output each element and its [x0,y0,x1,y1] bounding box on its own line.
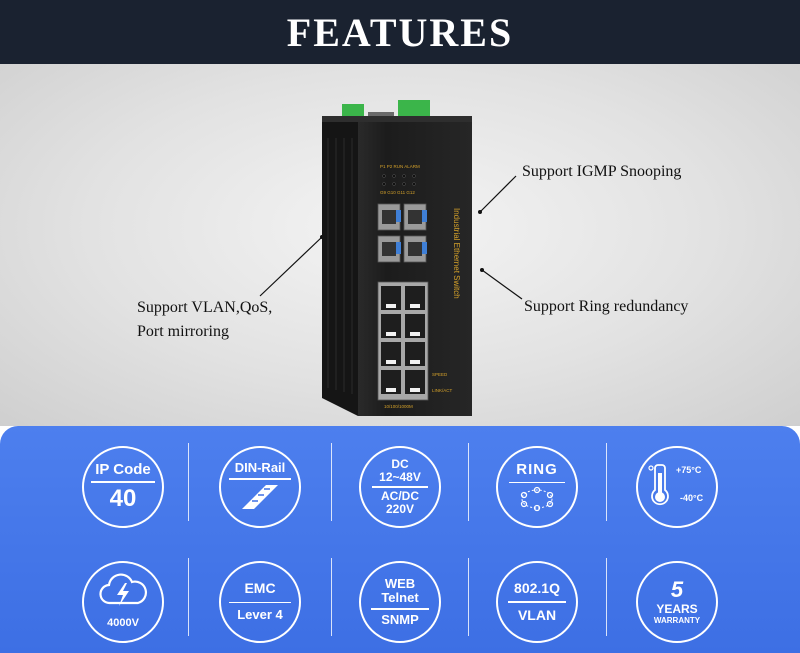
power-dc-label: DC [391,456,409,471]
speed-label: SPEED [432,372,448,377]
rj45-ports [377,281,429,401]
feature-management: WEB Telnet SNMP [359,561,441,643]
feature-ring: RING [496,446,578,528]
emc-label: EMC [244,580,276,597]
features-panel: IP Code 40 DIN-Rail DC 12~48V [0,426,800,653]
feature-power-supply: DC 12~48V AC/DC 220V [359,446,441,528]
ring-label: RING [516,461,558,478]
divider [331,558,332,636]
callout-lines [259,175,523,300]
feature-temperature: +75°C -40°C [636,446,718,528]
power-acdc-value: 220V [385,501,415,516]
divider [468,443,469,521]
link-label: LINK/ACT [432,388,453,393]
divider [188,443,189,521]
led-label-bottom: G9 G10 G11 G12 [380,190,415,195]
feature-warranty: 5 YEARS WARRANTY [636,561,718,643]
vlan-label: VLAN [517,606,557,623]
bottom-label: 10/100/1000M [384,404,413,409]
temperature-high: +75°C [676,465,702,475]
din-rail-label: DIN-Rail [234,460,286,476]
snmp-label: SNMP [381,611,419,627]
vlan-standard-label: 802.1Q [514,579,560,596]
emc-level: Lever 4 [237,607,283,623]
callout-ring: Support Ring redundancy [524,298,689,315]
device-vertical-label: Industrial Ethernet Switch [452,208,461,299]
feature-surge-protection: 4000V [82,561,164,643]
power-terminal-right [398,100,430,120]
temperature-low: -40°C [680,493,704,503]
ring-topology-icon [520,486,554,512]
lightning-cloud-icon [99,573,147,606]
callout-vlan-line2: Port mirroring [137,323,229,340]
ip-code-label: IP Code [95,460,151,478]
telnet-label: Telnet [381,590,419,606]
feature-din-rail: DIN-Rail [219,446,301,528]
warranty-years-label: YEARS [656,601,698,616]
web-label: WEB [384,575,416,591]
power-acdc-label: AC/DC [381,488,419,503]
surge-label: 4000V [107,617,139,629]
feature-ip-code: IP Code 40 [82,446,164,528]
thermometer-icon [648,464,669,506]
callout-vlan-line1: Support VLAN,QoS, [137,299,273,316]
header-bar: FEATURES [0,0,800,64]
switch-device-image: P1 P2 RUN ALARM G9 G10 G11 G12 Industria… [322,100,472,416]
ip-code-value: 40 [109,484,137,512]
feature-emc: EMC Lever 4 [219,561,301,643]
divider [188,558,189,636]
divider [468,558,469,636]
power-dc-range: 12~48V [379,470,421,485]
feature-vlan-standard: 802.1Q VLAN [496,561,578,643]
warranty-label: WARRANTY [653,615,701,625]
page-title: FEATURES [286,9,514,55]
divider [606,558,607,636]
din-rail-icon [242,484,278,509]
divider [331,443,332,521]
product-showcase: P1 P2 RUN ALARM G9 G10 G11 G12 Industria… [0,64,800,426]
warranty-years-number: 5 [670,577,684,603]
led-label-top: P1 P2 RUN ALARM [380,164,420,169]
callout-igmp: Support IGMP Snooping [522,163,682,180]
divider [606,443,607,521]
